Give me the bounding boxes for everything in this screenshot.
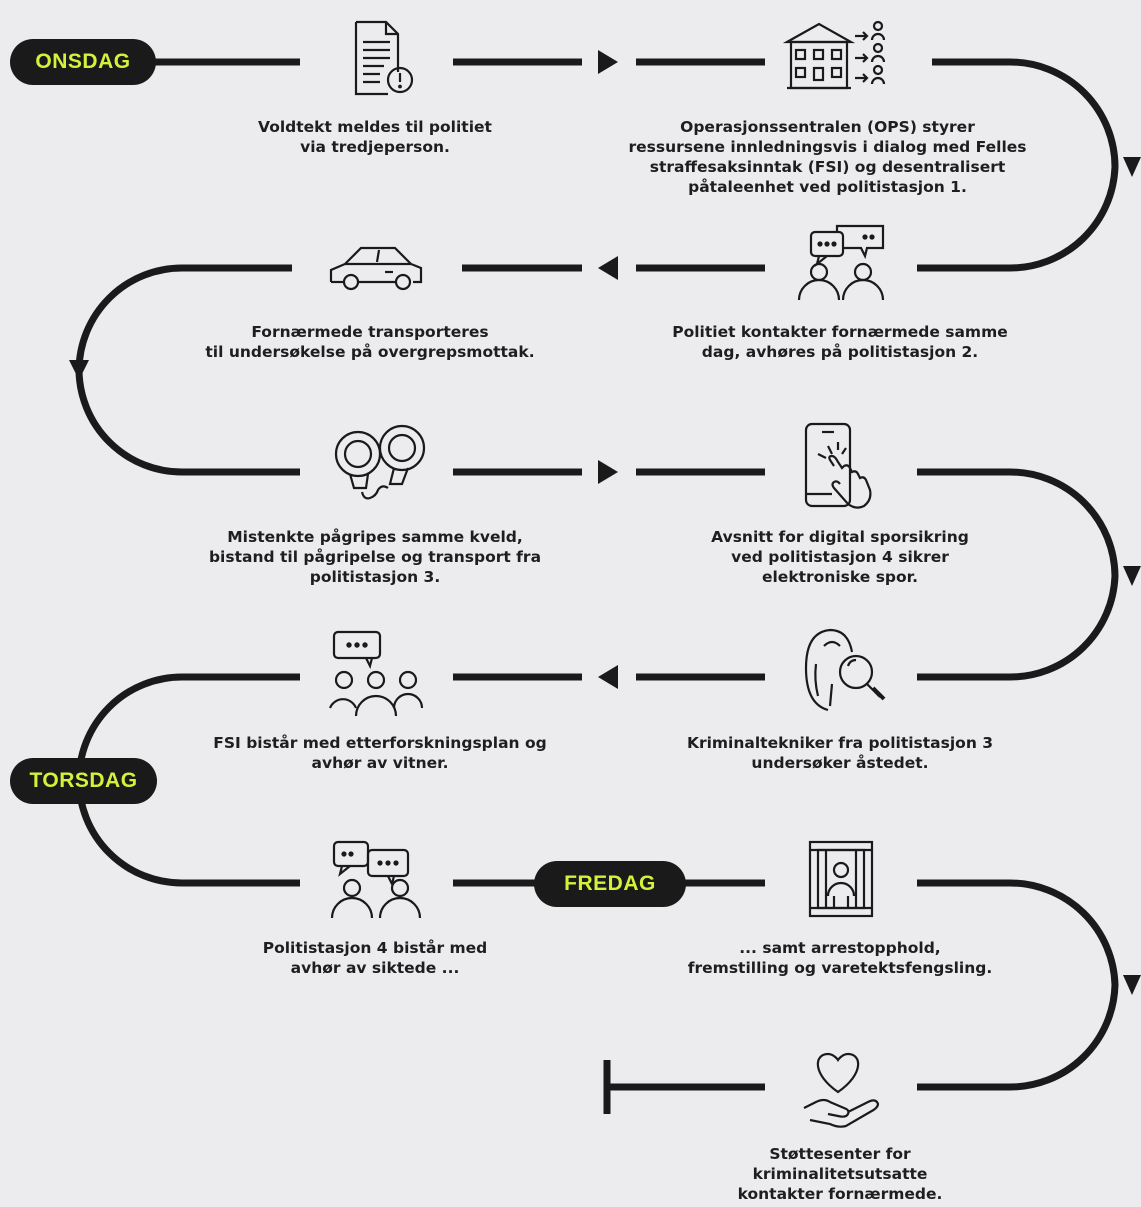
step-caption-operations-central: Operasjonssentralen (OPS) styrer ressurs… xyxy=(628,118,1027,196)
interview-icon xyxy=(330,838,426,922)
day-badge-wednesday: ONSDAG xyxy=(10,39,156,85)
jail-cell-icon xyxy=(806,838,876,920)
heart-hand-icon xyxy=(798,1046,890,1130)
fingerprint-magnifier-icon xyxy=(800,624,890,716)
day-badge-thursday: TORSDAG xyxy=(10,758,157,804)
building-people-icon xyxy=(783,18,903,94)
day-badge-friday: FREDAG xyxy=(534,861,686,907)
document-alert-icon xyxy=(336,18,426,98)
step-caption-arrest: Mistenkte pågripes samme kveld,bistand t… xyxy=(208,528,542,586)
group-chat-icon xyxy=(328,628,424,720)
step-caption-custody: ... samt arrestopphold,fremstilling og v… xyxy=(687,939,993,977)
conversation-people-icon xyxy=(791,222,891,304)
phone-touch-icon xyxy=(796,420,886,512)
handcuffs-icon xyxy=(330,418,430,508)
car-icon xyxy=(323,240,433,296)
